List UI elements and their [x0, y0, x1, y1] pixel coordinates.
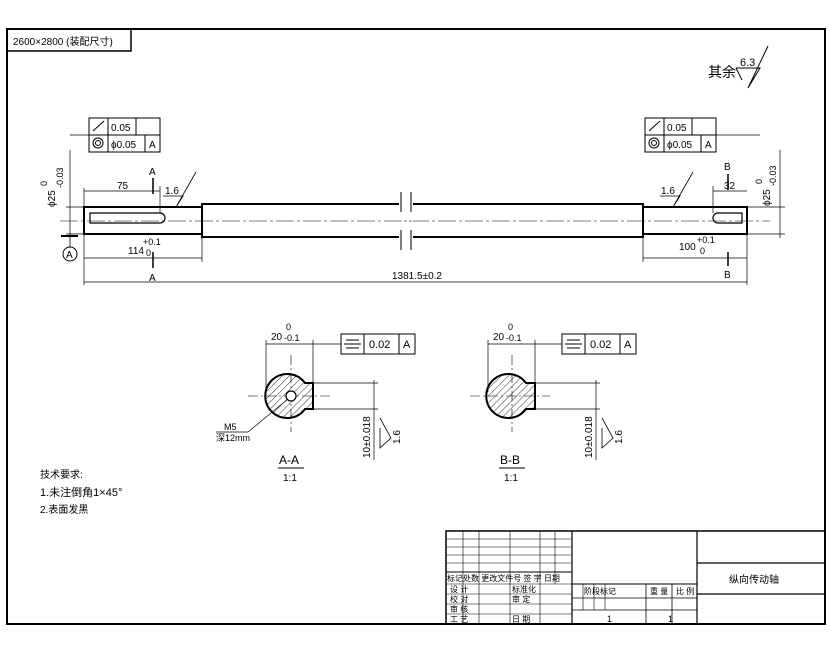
section-aa: 10±0.018 1.6 20 0 -0.1 0.02 A M5 深12mm A…: [216, 322, 416, 484]
tb-review: 审 定: [512, 594, 530, 604]
section-mark-b-top: B: [724, 162, 731, 173]
tb-row-labels: 标记处数 更改文件号 签 字 日期: [447, 573, 560, 583]
aa-keyway-dim: 10±0.018: [362, 416, 373, 458]
dia-right-tol-upper: 0: [754, 179, 764, 184]
datum-label: A: [66, 250, 73, 261]
title-block: 标记处数 更改文件号 签 字 日期 设 计 标准化 校 对 审 定 审 核 工 …: [445, 530, 826, 625]
dim-114-tol-upper: +0.1: [143, 237, 161, 247]
tb-weight: 重 量: [650, 586, 668, 596]
dia-right-tol-lower: -0.03: [768, 165, 778, 186]
drawing-border: [6, 28, 826, 625]
dim-32: 32: [724, 181, 736, 192]
aa-thread-depth: 深12mm: [216, 433, 250, 443]
tb-craft: 工 艺: [450, 615, 468, 624]
dia-left-tol-lower: -0.03: [55, 167, 65, 188]
gdt-frame-left: 0.05 ϕ0.05 A: [70, 117, 161, 153]
gdt-right-conc: ϕ0.05: [667, 140, 693, 151]
dim-114-tol-lower: 0: [146, 248, 151, 258]
aa-width: 20: [271, 332, 283, 343]
aa-sym-tol: 0.02: [369, 339, 390, 351]
gdt-left-runout: 0.05: [111, 123, 131, 134]
dim-114: 114: [128, 246, 144, 257]
tb-check: 校 对: [450, 594, 468, 604]
aa-thread: M5: [224, 422, 237, 432]
aa-width-tol-lower: -0.1: [284, 333, 300, 343]
aa-scale: 1:1: [283, 473, 297, 484]
shaft-view: [60, 192, 770, 250]
tb-date: 日 期: [512, 615, 530, 624]
keyway-left: [89, 212, 166, 224]
tb-val1: 1: [607, 614, 612, 624]
dim-overall: 1381.5±0.2: [392, 271, 442, 282]
shaft-right-end: [642, 206, 748, 235]
gdt-frame-right: 0.05 ϕ0.05 A: [644, 117, 760, 153]
tb-scale: 比 例: [676, 586, 694, 596]
bb-width-tol-lower: -0.1: [506, 333, 522, 343]
bb-title: B-B: [500, 453, 520, 467]
roughness-symbol: [736, 45, 769, 89]
tb-part-name: 纵向传动轴: [729, 573, 779, 586]
tb-val2: 1: [668, 614, 673, 624]
rough-right: 1.6: [661, 186, 675, 197]
gdt-right-datum: A: [705, 140, 712, 151]
dia-left-label: ϕ25: [47, 190, 58, 207]
dia-left-tol-upper: 0: [39, 181, 49, 186]
datum-circle: [62, 246, 78, 262]
bb-scale: 1:1: [504, 473, 518, 484]
bb-keyway-dim: 10±0.018: [584, 416, 595, 458]
gdt-right-runout: 0.05: [667, 123, 687, 134]
aa-sym-datum: A: [403, 339, 411, 351]
runout-icon: [648, 120, 661, 132]
concentricity-icon: [648, 137, 660, 149]
size-label-box: [6, 28, 132, 52]
concentricity-icon: [92, 137, 104, 149]
bb-sym-tol: 0.02: [590, 339, 611, 351]
section-mark-a-top: A: [149, 167, 156, 178]
aa-rough: 1.6: [392, 430, 403, 444]
bb-sym-datum: A: [624, 339, 632, 351]
aa-width-tol-upper: 0: [286, 322, 291, 332]
roughness-value: 6.3: [740, 57, 755, 69]
shaft-left-end: [83, 206, 203, 235]
keyway-right: [712, 212, 743, 224]
section-mark-b-bottom: B: [724, 270, 731, 281]
section-mark-a-bottom: A: [149, 273, 156, 284]
tech-req-item1: 1.未注倒角1×45°: [40, 485, 122, 499]
tb-design: 设 计: [450, 584, 468, 594]
shaft-body: [201, 203, 644, 238]
dim-100-tol-lower: 0: [700, 246, 705, 256]
size-label: 2600×2800 (装配尺寸): [13, 35, 113, 48]
tb-standard: 标准化: [512, 584, 536, 594]
gdt-left-datum: A: [149, 140, 156, 151]
section-bb: 10±0.018 1.6 20 0 -0.1 0.02 A B-B 1:1: [470, 322, 637, 484]
runout-icon: [92, 120, 105, 132]
tb-audit: 审 核: [450, 604, 468, 614]
gdt-left-conc: ϕ0.05: [111, 140, 137, 151]
bb-width-tol-upper: 0: [508, 322, 513, 332]
tech-req-title: 技术要求:: [40, 468, 83, 481]
aa-title: A-A: [279, 453, 299, 467]
tech-req-item2: 2.表面发黑: [40, 503, 88, 516]
tb-stage: 阶段标记: [584, 586, 616, 596]
dim-100: 100: [679, 242, 696, 253]
dim-100-tol-upper: +0.1: [697, 235, 715, 245]
bb-rough: 1.6: [614, 430, 625, 444]
rough-left: 1.6: [165, 186, 179, 197]
dim-75: 75: [117, 181, 129, 192]
roughness-prefix: 其余: [708, 64, 736, 80]
bb-width: 20: [493, 332, 505, 343]
dia-right-label: ϕ25: [762, 189, 773, 206]
